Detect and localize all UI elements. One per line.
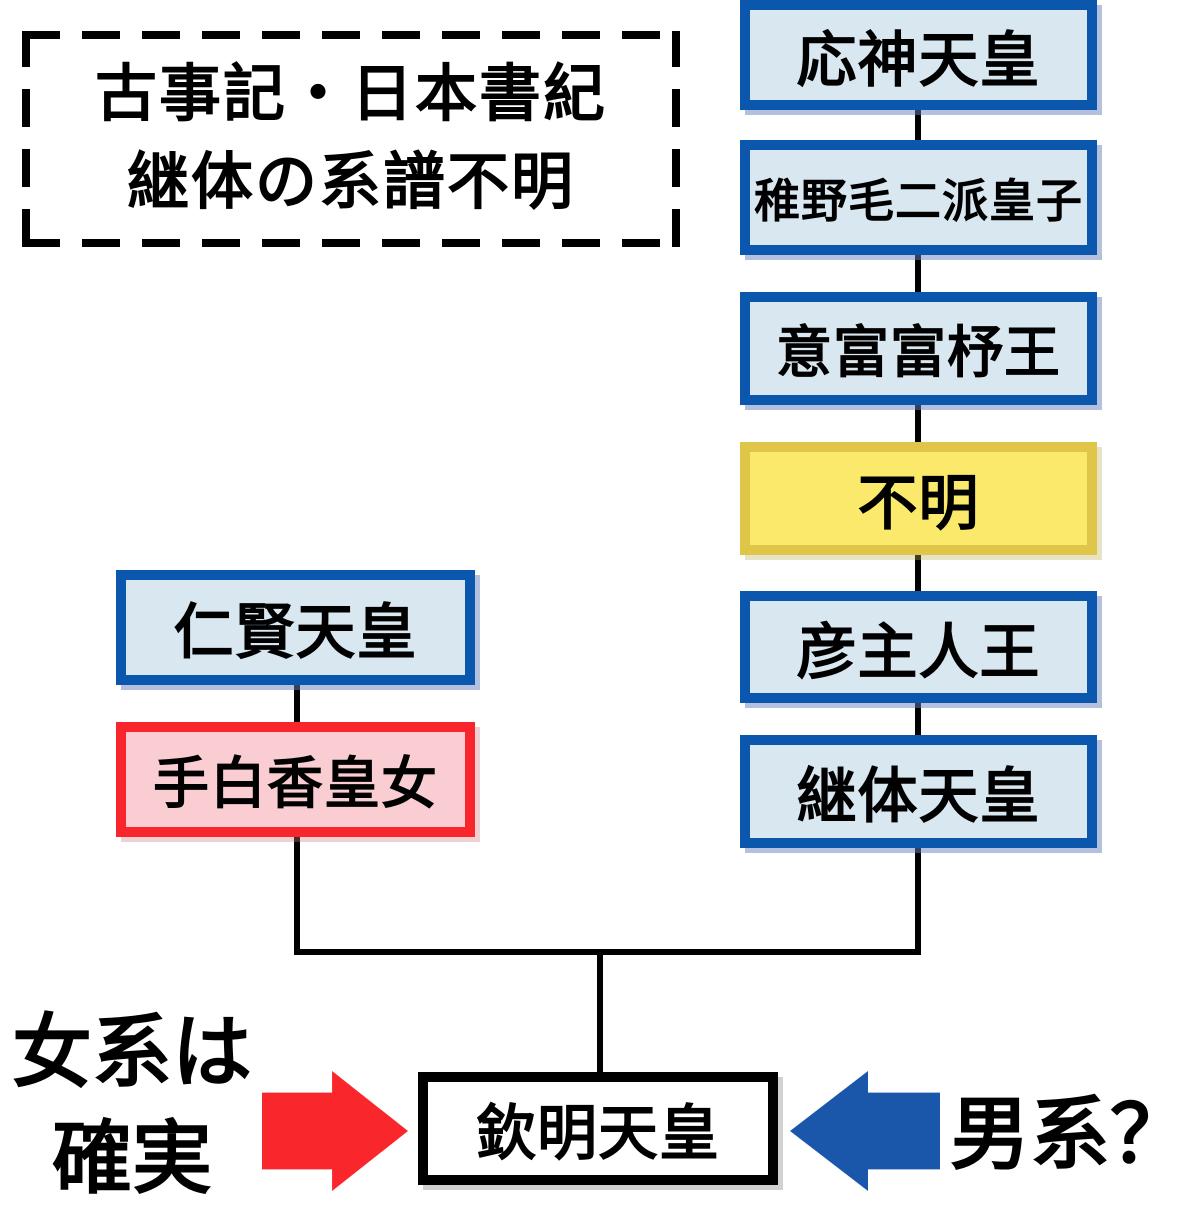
node-label: 稚野毛二派皇子 <box>754 174 1083 227</box>
connector-keitai-drop <box>915 848 921 955</box>
connector-hikoushi-keitai <box>915 701 921 738</box>
node-ninken-tenno: 仁賢天皇 <box>116 570 475 685</box>
female-line-caption-line1: 女系は <box>12 1008 252 1097</box>
node-label: 意富富杼王 <box>776 321 1061 384</box>
connector-ojin-wakanuke <box>915 106 921 144</box>
source-note-line2: 継体の系譜不明 <box>126 149 575 217</box>
node-kinmei-tenno: 欽明天皇 <box>418 1072 778 1185</box>
node-hikoushi-o: 彦主人王 <box>740 591 1097 703</box>
node-tashiraka-himemiko: 手白香皇女 <box>116 722 475 837</box>
connector-kinmei-drop <box>597 949 603 1072</box>
node-label: 欽明天皇 <box>476 1100 720 1167</box>
red-right-arrow-icon <box>262 1071 408 1191</box>
source-note-box: 古事記・日本書紀 継体の系譜不明 <box>22 31 680 247</box>
male-line-caption: 男系？ <box>950 1090 1190 1179</box>
node-label: 彦主人王 <box>796 618 1041 686</box>
node-label: 手白香皇女 <box>153 752 438 815</box>
connector-ohodo-unknown <box>915 403 921 445</box>
node-label: 仁賢天皇 <box>173 599 418 666</box>
blue-left-arrow-icon <box>790 1071 940 1191</box>
connector-ninken-tashiraka <box>294 683 300 725</box>
connector-merge-horizontal <box>294 949 921 955</box>
connector-unknown-hikoushi <box>915 553 921 594</box>
node-unknown: 不明 <box>740 442 1097 555</box>
node-label: 不明 <box>857 470 980 537</box>
node-ohodo-o: 意富富杼王 <box>740 292 1097 405</box>
node-label: 応神天皇 <box>796 26 1041 94</box>
source-note-line1: 古事記・日本書紀 <box>94 61 607 129</box>
node-ojin-tenno: 応神天皇 <box>740 0 1097 110</box>
connector-wakanuke-ohodo <box>915 253 921 295</box>
node-wakanuke-futamata: 稚野毛二派皇子 <box>740 140 1097 255</box>
node-label: 継体天皇 <box>796 763 1041 830</box>
female-line-caption-line2: 確実 <box>52 1114 212 1203</box>
node-keitai-tenno: 継体天皇 <box>740 735 1097 848</box>
connector-tashiraka-drop <box>294 835 300 955</box>
female-line-caption: 女系は 確実 <box>8 1000 256 1212</box>
